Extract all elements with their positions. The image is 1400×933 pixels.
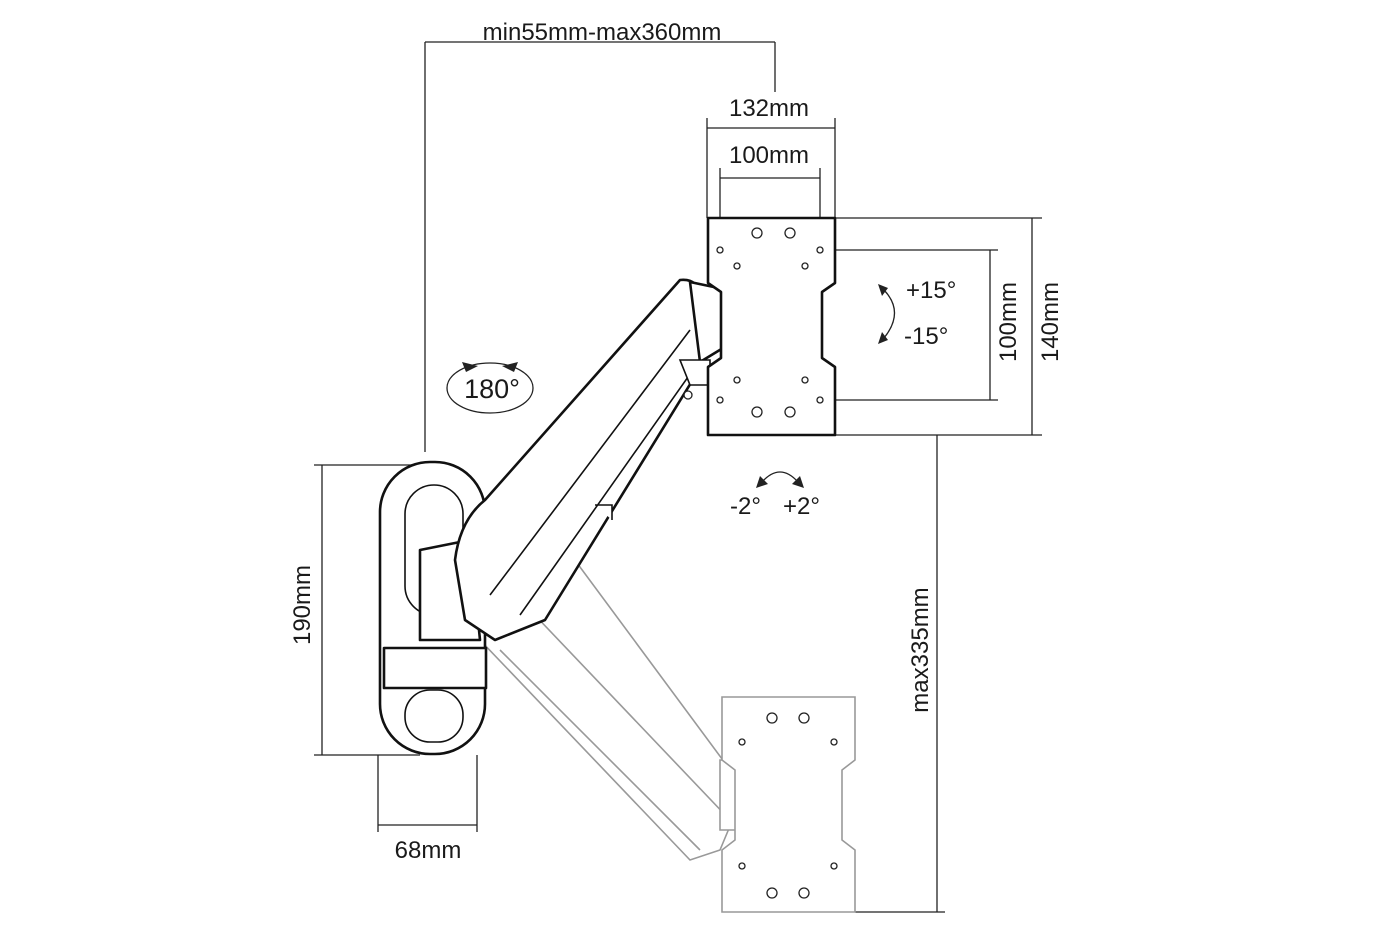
tilt-arrow-icon	[883, 289, 896, 339]
rotation-indicator: -2° +2°	[730, 471, 820, 520]
wall-plate-width-label: 68mm	[395, 837, 462, 864]
reach-label: min55mm-max360mm	[483, 19, 722, 46]
rotate-left-label: -2°	[730, 493, 761, 520]
reach-dimension: min55mm-max360mm	[424, 19, 776, 452]
plate-outer-height-dimension: 140mm	[835, 217, 1064, 436]
monitor-arm	[453, 278, 730, 642]
wall-plate-height-label: 190mm	[289, 565, 316, 645]
swivel-label: 180°	[464, 374, 520, 404]
tilt-up-label: +15°	[906, 277, 956, 304]
rotation-arrow-icon	[761, 471, 799, 483]
plate-outer-height-label: 140mm	[1037, 282, 1064, 362]
tilt-down-label: -15°	[904, 323, 948, 350]
plate-outer-width-label: 132mm	[729, 95, 809, 122]
vesa-plate	[706, 216, 837, 437]
plate-vesa-height-dimension: 100mm	[822, 249, 1022, 401]
plate-outer-width-dimension: 132mm	[706, 95, 836, 218]
tilt-indicator: +15° -15°	[878, 277, 956, 350]
swivel-indicator: 180°	[446, 362, 534, 414]
wall-plate-width-dimension: 68mm	[377, 755, 478, 864]
height-adjust-label: max335mm	[907, 587, 934, 712]
rotate-right-label: +2°	[783, 493, 820, 520]
plate-vesa-height-label: 100mm	[995, 282, 1022, 362]
height-adjust-dimension: max335mm	[855, 435, 945, 913]
wall-plate-height-dimension: 190mm	[289, 464, 420, 756]
swivel-arrow-icon	[462, 362, 518, 372]
plate-vesa-width-label: 100mm	[729, 142, 809, 169]
